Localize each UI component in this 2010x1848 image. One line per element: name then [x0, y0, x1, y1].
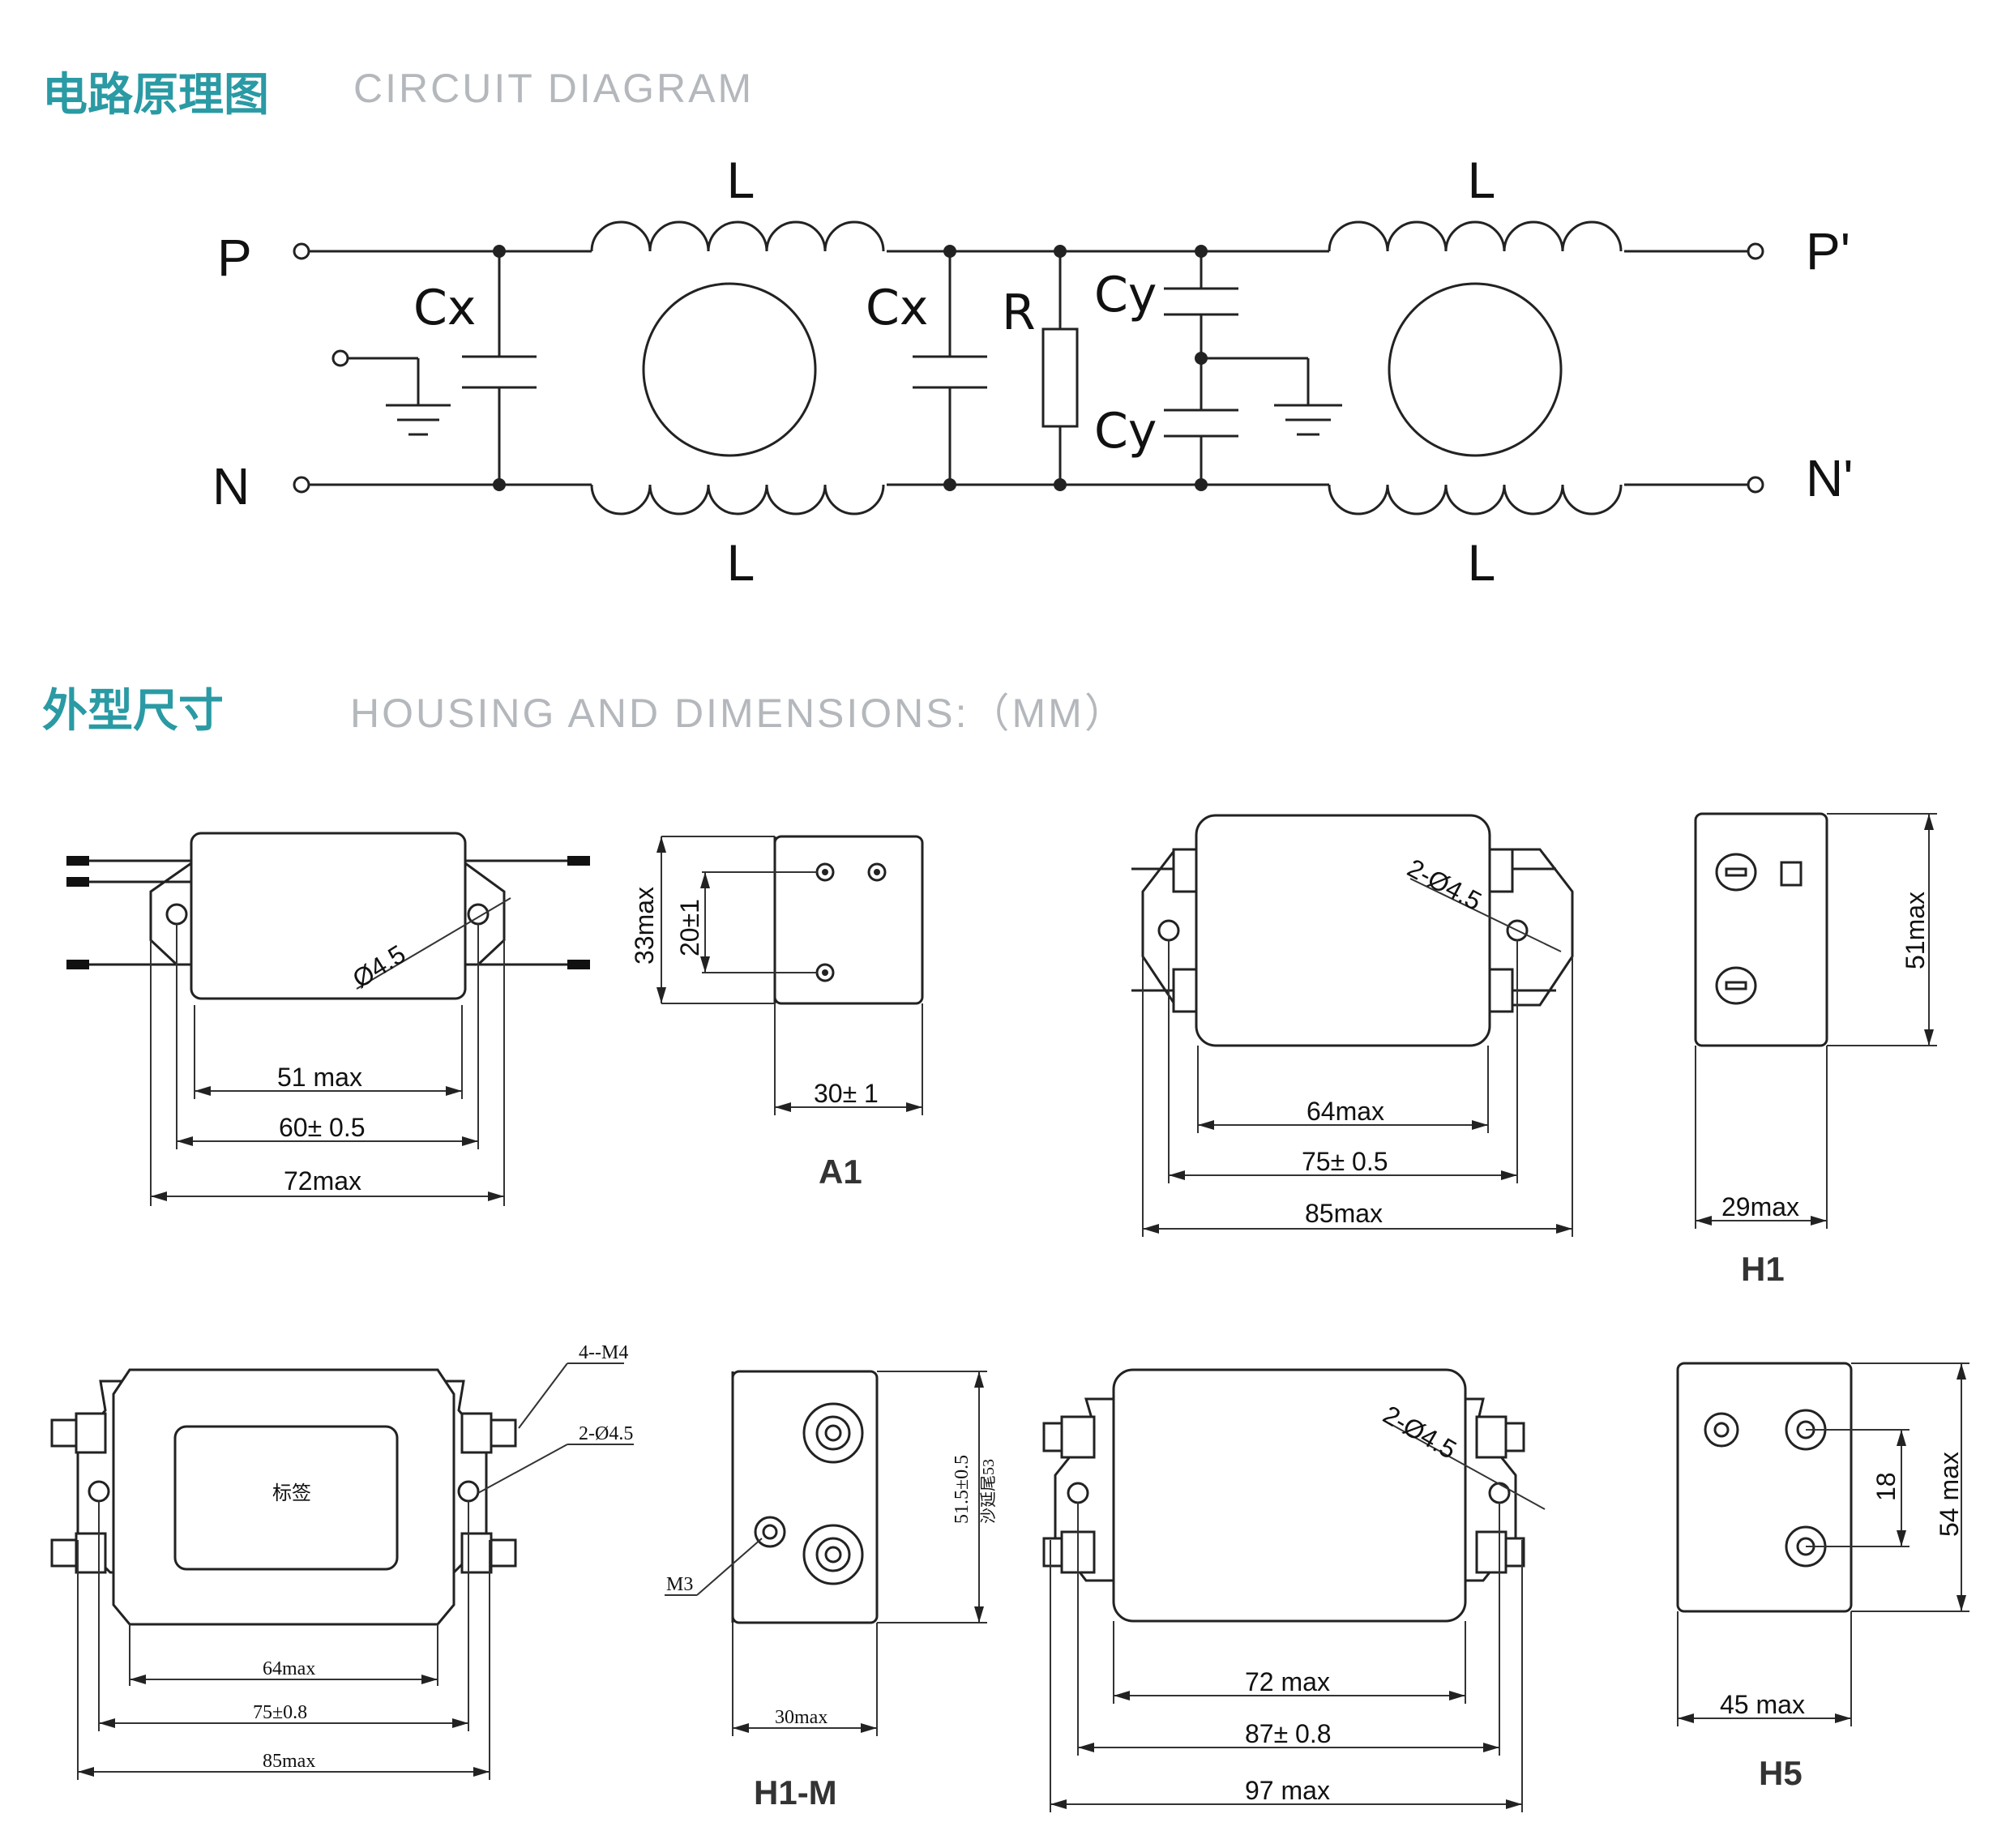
terminal-node-n [293, 476, 310, 494]
a1-dim-3: 72max [284, 1166, 361, 1196]
a1-model-name: A1 [819, 1153, 862, 1191]
model-h1m: 标签 4--M4 2-Ø4.5 64max 75±0.8 85max [50, 1342, 998, 1812]
model-h5: 2-Ø4.5 72 max 87± 0.8 97 max 18 54 max 4… [1042, 1362, 1969, 1812]
inductor-top-right [1328, 220, 1623, 252]
inductor-top-left [590, 220, 885, 252]
h5-dim-2: 87± 0.8 [1245, 1719, 1332, 1748]
section-title-dims-en: HOUSING AND DIMENSIONS:（MM） [350, 691, 1127, 736]
choke-core-left [642, 282, 817, 457]
section-title-dims-cn: 外型尺寸 [42, 685, 224, 738]
h1m-dim-2: 75±0.8 [253, 1702, 307, 1723]
terminal-node-ground [331, 349, 349, 367]
h1m-side-height: 51.5±0.5 [952, 1455, 973, 1524]
h5-side-pitch: 18 [1871, 1472, 1901, 1501]
section-title-circuit-en: CIRCUIT DIAGRAM [353, 66, 755, 111]
h1-dim-3: 85max [1305, 1199, 1383, 1228]
a1-side-pitch: 20±1 [675, 899, 704, 956]
label-cy1: Cy [1094, 267, 1157, 323]
a1-dim-2: 60± 0.5 [279, 1113, 366, 1142]
label-l-top-left: L [726, 153, 754, 210]
h5-dim-1: 72 max [1245, 1667, 1330, 1696]
inductor-bottom-left [590, 484, 885, 515]
resistor-r [1041, 245, 1079, 491]
choke-core-right [1388, 282, 1563, 457]
h1m-model-name: H1-M [754, 1773, 837, 1812]
capacitor-cx2 [913, 245, 987, 491]
h1m-screw-label: 4--M4 [579, 1342, 628, 1363]
h1-side-height: 51max [1901, 892, 1930, 969]
model-h1: 2-Ø4.5 64max 75± 0.5 85max 51max 29max H… [1131, 812, 1937, 1288]
circuit-diagram: P N P' N' L L L L [212, 153, 1853, 592]
h1m-dim-3: 85max [263, 1751, 315, 1772]
terminal-n-out: N' [1806, 449, 1853, 507]
h1-dim-2: 75± 0.5 [1302, 1147, 1388, 1176]
h5-side-width: 45 max [1720, 1690, 1805, 1719]
a1-side-width: 30± 1 [814, 1079, 879, 1108]
h1m-side-note: 沙延尾53 [979, 1459, 998, 1524]
label-l-bottom-right: L [1467, 536, 1495, 592]
label-l-top-right: L [1467, 153, 1495, 210]
label-cx2: Cx [866, 280, 928, 336]
h5-dim-3: 97 max [1245, 1776, 1330, 1805]
h1-side-width: 29max [1721, 1192, 1799, 1221]
capacitor-cy-pair [1164, 245, 1342, 491]
terminal-n-in: N [212, 457, 250, 515]
h5-side-height: 54 max [1935, 1452, 1964, 1537]
label-cy2: Cy [1094, 403, 1157, 460]
terminal-node-n-out [1747, 476, 1764, 494]
terminal-node-p [293, 242, 310, 260]
terminal-p-in: P [217, 229, 252, 287]
h1m-side-width: 30max [775, 1707, 828, 1728]
h1m-hole-label: 2-Ø4.5 [579, 1423, 633, 1444]
section-title-circuit-cn: 电路原理图 [42, 69, 269, 122]
h1m-side-screw: M3 [666, 1574, 693, 1595]
h5-model-name: H5 [1759, 1754, 1803, 1792]
terminal-p-out: P' [1806, 222, 1850, 280]
inductor-bottom-right [1328, 484, 1623, 515]
label-cx1: Cx [413, 280, 476, 336]
h1-dim-1: 64max [1306, 1097, 1384, 1126]
capacitor-cx1 [462, 245, 537, 491]
h1m-dim-1: 64max [263, 1658, 315, 1679]
h1m-label-text: 标签 [272, 1482, 311, 1504]
terminal-node-p-out [1747, 242, 1764, 260]
model-a1: Ø4.5 51 max 60± 0.5 72max 33max 20±1 30±… [66, 832, 924, 1206]
a1-side-height: 33max [630, 887, 659, 965]
h1-model-name: H1 [1741, 1250, 1785, 1288]
label-r: R [1002, 284, 1036, 341]
a1-dim-1: 51 max [277, 1063, 362, 1092]
label-l-bottom-left: L [726, 536, 754, 592]
ground-symbol-left [348, 357, 451, 436]
